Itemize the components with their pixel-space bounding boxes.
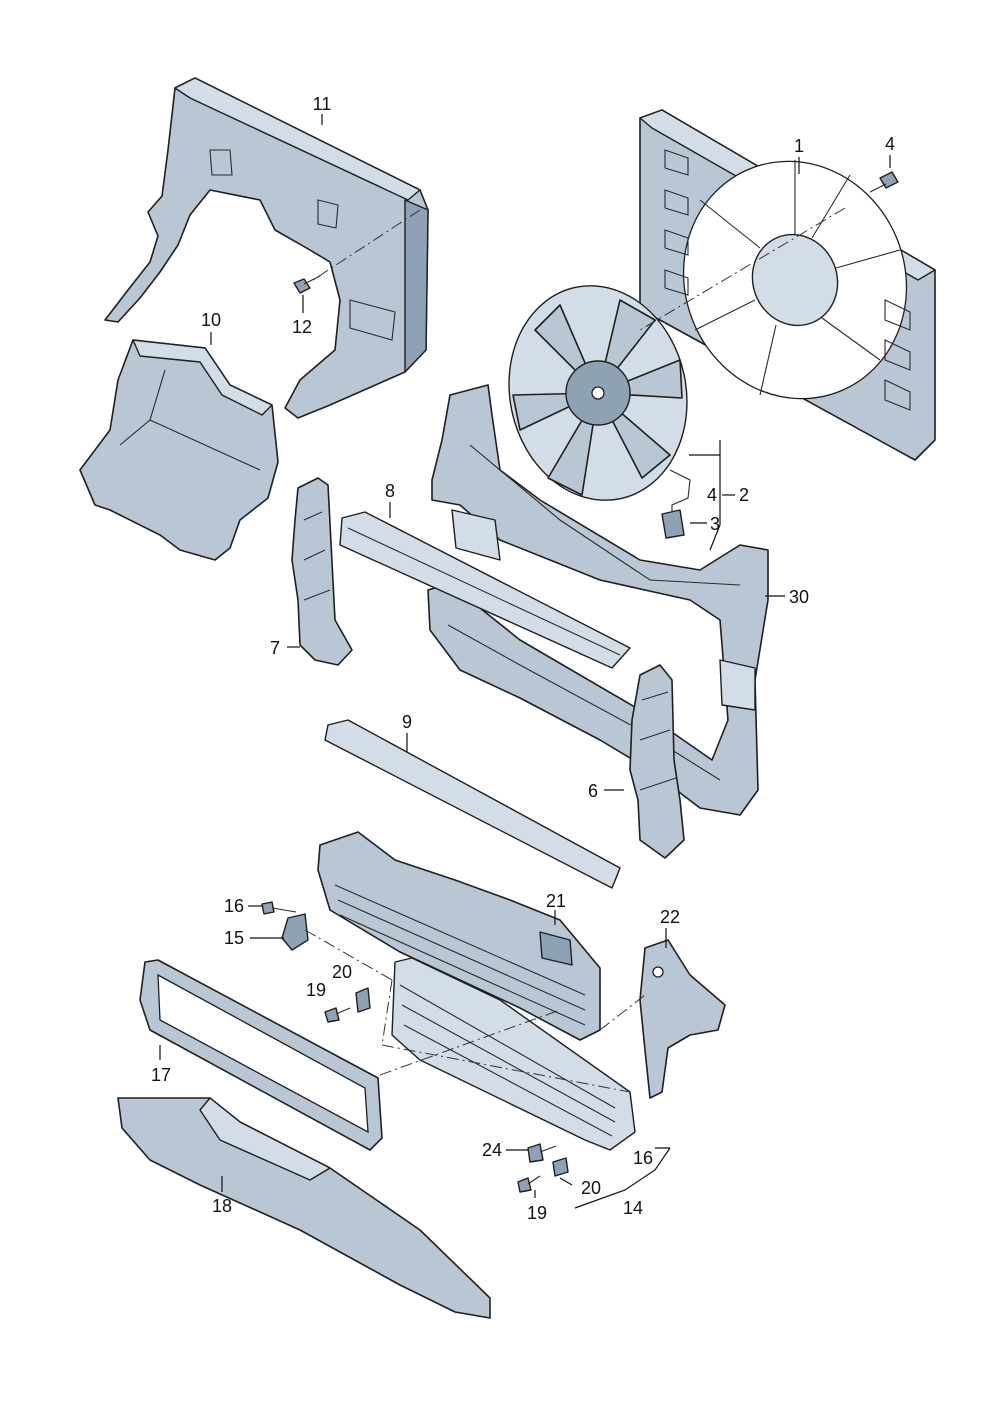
part-17-air-guide-frame [139,959,383,1151]
callout-19-upper: 19 [306,980,326,1000]
part-15-sensor [281,913,309,951]
callout-1: 1 [794,136,804,156]
part-8-upper-panel [339,511,631,669]
callout-18: 18 [212,1196,232,1216]
part-1-fan-shroud [639,109,936,461]
part-4-screw [869,171,899,193]
callout-30: 30 [789,587,809,607]
callout-16-lower: 16 [633,1148,653,1168]
callout-15: 15 [224,928,244,948]
callout-21: 21 [546,891,566,911]
callout-labels: 11 1 4 12 10 4 2 3 8 30 7 9 6 16 15 21 2… [151,94,895,1223]
callout-4-top: 4 [885,134,895,154]
callout-24: 24 [482,1140,502,1160]
part-24-bolt [527,1143,557,1163]
callout-9: 9 [402,712,412,732]
part-18-lower-guide [117,1097,491,1319]
callout-22: 22 [660,907,680,927]
part-11-upper-air-duct [104,77,429,419]
part-2-fan [508,285,691,539]
part-16-bolt-upper [261,901,297,915]
callout-6: 6 [588,781,598,801]
callout-19-lower: 19 [527,1203,547,1223]
callout-17: 17 [151,1065,171,1085]
part-20-clip-lower [552,1157,569,1177]
callout-4-fan: 4 [707,485,717,505]
leader-lines [159,114,891,1209]
callout-16-upper: 16 [224,896,244,916]
callout-12: 12 [292,317,312,337]
part-12-bolt [293,275,321,294]
part-9-lower-seal [324,719,621,889]
part-14-shutter [391,957,636,1151]
part-19-bolt-lower [517,1175,541,1193]
callout-20-upper: 20 [332,962,352,982]
assembly-lines [304,207,846,1093]
callout-14: 14 [623,1198,643,1218]
part-22-right-bracket [639,939,726,1099]
part-19-bolt-upper [324,1007,351,1023]
part-10-air-guide [79,339,279,561]
callout-8: 8 [385,481,395,501]
part-21-shutter-frame [317,831,601,1041]
callout-3: 3 [710,514,720,534]
callout-11: 11 [313,94,332,114]
callout-20-lower: 20 [581,1178,601,1198]
part-7-left-seal [291,477,353,666]
callout-10: 10 [201,310,221,330]
callout-7: 7 [270,638,280,658]
part-6-right-seal [629,664,685,859]
part-30-lock-carrier [427,384,769,816]
part-20-clip-upper [355,987,371,1013]
callout-2: 2 [739,485,749,505]
